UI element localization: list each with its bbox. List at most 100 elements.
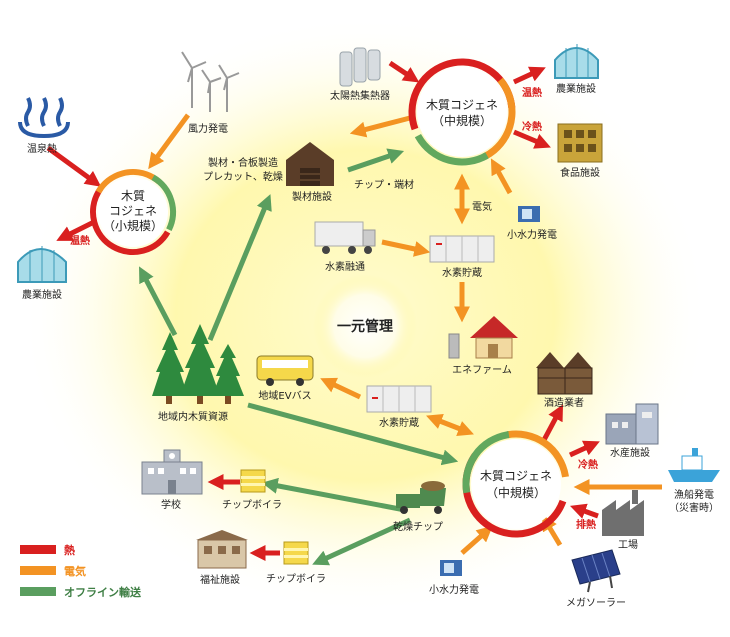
hub-left-line3: （小規模）: [103, 218, 163, 233]
label-school: 学校: [161, 498, 181, 511]
node-labels: 温泉熱 風力発電 農業施設 温熱 地域内木質資源 製材・合板製造 プレカット、乾…: [22, 82, 719, 609]
greenhouse-icon: [17, 246, 67, 283]
label-electricity: 電気: [472, 200, 492, 213]
label-fishing-power-2: （災害時）: [669, 501, 719, 514]
arrow-forest-to-small-hub: [139, 266, 178, 337]
wind-turbine-icon: [181, 51, 240, 112]
label-farm-top: 農業施設: [556, 82, 596, 95]
lumber-mill-icon: [286, 142, 334, 186]
label-dry-chips: 乾燥チップ: [393, 520, 443, 533]
dump-truck-icon: [396, 481, 446, 514]
welfare-building-icon: [196, 530, 248, 569]
label-processing-1: 製材・合板製造: [208, 156, 278, 169]
label-cold-top: 冷熱: [522, 120, 542, 133]
arrow-top-hub-to-farm: [512, 66, 546, 85]
label-processing-2: プレカット、乾燥: [203, 170, 283, 183]
hub-left: 木質 コジェネ （小規模）: [90, 169, 176, 255]
label-brewery: 酒造業者: [544, 396, 584, 409]
solar-panel-icon: [571, 549, 621, 593]
label-exhaust-heat: 排熱: [576, 518, 596, 531]
label-ev-bus: 地域EVバス: [258, 389, 311, 402]
brewery-icon: [536, 352, 593, 395]
label-solar-thermal: 太陽熱集熱器: [330, 89, 390, 102]
arrow-chips-to-boiler-2: [312, 517, 412, 566]
arrow-top-hub-to-lumber: [349, 115, 411, 138]
arrow-factory-to-bottom-hub: [569, 503, 599, 519]
label-food-facility: 食品施設: [560, 166, 600, 179]
label-chips-scrap: チップ・端材: [354, 178, 414, 191]
arrow-bottom-hub-to-fishery: [568, 440, 600, 458]
arrow-storage-to-bus: [320, 377, 362, 400]
arrow-hydro-to-bottom-hub: [460, 525, 493, 555]
legend-item-heat: 熱: [20, 543, 75, 557]
label-welfare: 福祉施設: [200, 573, 240, 586]
hub-top: 木質コジェネ （中規模）: [408, 58, 516, 166]
hot-spring-icon: [18, 97, 70, 139]
label-mega-solar: メガソーラー: [566, 597, 626, 609]
arrow-forest-to-lumber: [207, 194, 272, 341]
arrow-hotspring-to-small-hub: [46, 145, 102, 187]
hydro-icon: [518, 206, 540, 222]
electric-arrows: [148, 113, 662, 555]
arrow-h2-transport: [381, 239, 431, 257]
arrow-solar-thermal-to-top-hub: [388, 60, 420, 83]
legend-item-electric: 電気: [20, 564, 86, 578]
arrow-storage-bottom-hub: [426, 414, 474, 436]
label-small-hydro-bottom: 小水力発電: [429, 583, 479, 596]
boiler-icon: [283, 541, 309, 565]
fishery-building-icon: [605, 403, 659, 445]
label-forest: 地域内木質資源: [158, 410, 228, 423]
label-wind: 風力発電: [188, 122, 228, 135]
school-icon: [141, 449, 203, 495]
label-lumber-facility: 製材施設: [292, 190, 332, 203]
hydrogen-tank-icon: [366, 385, 432, 413]
arrow-wind-to-small-hub: [148, 113, 191, 170]
forest-icon: [152, 324, 244, 404]
label-fishery-facility: 水産施設: [610, 446, 650, 459]
solar-collector-icon: [339, 47, 381, 87]
label-h2-storage-mid: 水素貯蔵: [379, 416, 419, 429]
hub-bottom-line1: 木質コジェネ: [480, 468, 552, 483]
center-glow: [313, 274, 417, 378]
center-label: 一元管理: [337, 318, 393, 335]
arrow-chips-to-top-hub: [347, 148, 405, 173]
label-cold-bottom: 冷熱: [578, 458, 598, 471]
bus-icon: [256, 355, 314, 386]
hub-left-line2: コジェネ: [109, 204, 157, 218]
legend: 熱 電気 オフライン輸送: [20, 543, 142, 599]
ship-icon: [668, 448, 720, 482]
boiler-icon: [240, 469, 266, 493]
label-factory: 工場: [618, 538, 638, 551]
label-chip-boiler-1: チップボイラ: [222, 499, 282, 511]
arrow-forest-to-bottom-hub: [247, 402, 459, 466]
arrow-top-hub-to-food: [513, 129, 551, 149]
label-enefarm: エネファーム: [452, 364, 512, 376]
label-small-hydro-top: 小水力発電: [507, 228, 557, 241]
hub-bottom-line2: （中規模）: [486, 485, 546, 500]
heat-arrows: [46, 60, 600, 562]
transport-arrows: [139, 148, 459, 566]
arrow-hydro-to-top-hub: [490, 158, 513, 195]
arrow-chips-to-boiler-1: [261, 477, 406, 513]
hydro-icon: [440, 560, 462, 576]
label-farm-left: 農業施設: [22, 288, 62, 301]
arrow-bottom-hub-to-brewery: [541, 404, 564, 442]
label-h2-transport: 水素融通: [325, 260, 365, 273]
hydrogen-tank-icon: [429, 235, 495, 263]
hydrogen-truck-icon: [314, 221, 376, 254]
hub-top-line2: （中規模）: [432, 113, 492, 128]
arrow-small-hub-to-farm: [56, 219, 96, 241]
greenhouse-icon: [554, 44, 599, 79]
house-icon: [448, 316, 518, 359]
hub-left-line1: 木質: [121, 188, 145, 203]
label-chip-boiler-2: チップボイラ: [266, 573, 326, 585]
legend-label-heat: 熱: [64, 543, 75, 557]
food-factory-icon: [557, 123, 603, 163]
legend-item-transport: オフライン輸送: [20, 585, 142, 599]
factory-icon: [602, 490, 644, 536]
hub-top-line1: 木質コジェネ: [426, 97, 498, 112]
label-heat-top: 温熱: [522, 86, 542, 99]
label-hot-spring: 温泉熱: [27, 142, 57, 155]
legend-label-transport: オフライン輸送: [64, 585, 142, 599]
